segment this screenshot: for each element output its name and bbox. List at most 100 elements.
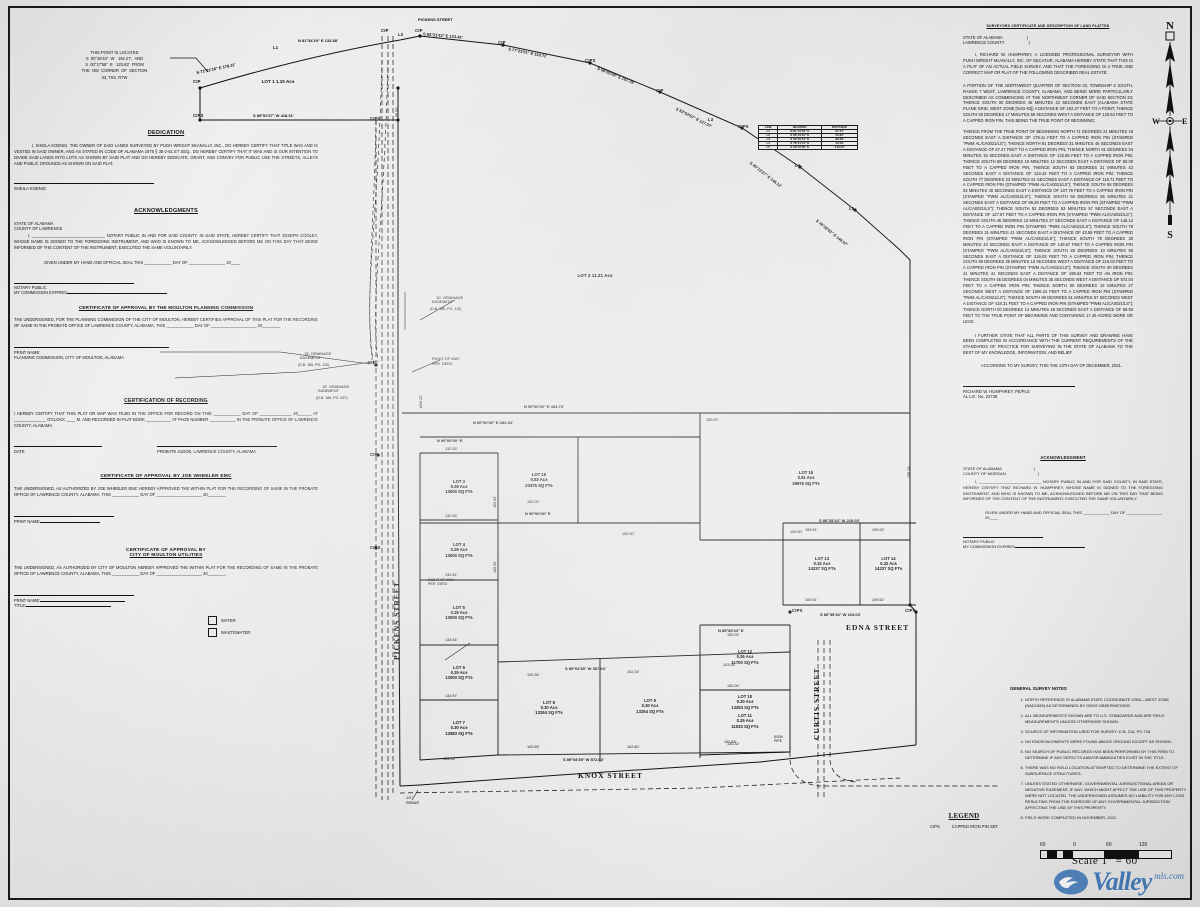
line-label-l1: L1 <box>273 45 279 50</box>
easement-15ft-a-ref: (D.B. 180, PG. 110) <box>298 363 330 367</box>
cips-label-ne-2: CIP <box>415 28 423 33</box>
cips-label-edna-e: CIPS <box>905 608 916 613</box>
surveyor-ack-commission-label: MY COMMISSION EXPIRES <box>963 544 1163 549</box>
bearing-n9000-282: N 90°00'00" E 282.54' <box>473 420 513 425</box>
joe-wheeler-print-name: PRINT NAME: <box>14 519 318 524</box>
lot-9-sqft: 13294 SQ FT± <box>636 708 664 714</box>
lot-12-acres: 0.26 Ac± <box>736 654 754 660</box>
north-arrow: N W E S <box>1148 18 1192 243</box>
bearing-s4513: S 45°13'27" E 146.12' <box>748 160 783 189</box>
surveyor-license-number: AL LIC. No. 22738 <box>963 394 998 400</box>
moulton-utilities-signature-line <box>14 594 134 596</box>
utility-checkbox-group: WATER WASTEWATER <box>208 613 250 637</box>
bearing-s8904-307: S 89°04'35" W 307.04' <box>565 666 606 671</box>
cips-label-edna-w: CIPS <box>792 608 803 613</box>
acknowledgments-state: STATE OF ALABAMA <box>14 221 54 226</box>
dim-132-55: 132.55' <box>445 447 458 451</box>
lot-11-acres: 0.25 Ac± <box>736 718 754 724</box>
recording-date-label: DATE <box>14 448 25 454</box>
print-name-label: PRINT NAME: <box>14 349 41 355</box>
dim-150-c: 150.00' <box>706 418 719 422</box>
lot-5-name: LOT 5 <box>453 604 465 610</box>
lot-16-name: LOT 16 <box>531 472 547 478</box>
right-of-way-note-upper: RIGHT-OF-WAY PER DEED <box>432 357 460 366</box>
bearing-s8951-west: S 89°51'57" W 418.31' <box>253 113 294 118</box>
cips-label-n4: CIPS <box>738 124 749 129</box>
surveyor-certificate-block: SURVEYORS CERTIFICATE AND DESCRIPTION OF… <box>963 24 1133 399</box>
scale-tick-label: 60 <box>1040 842 1046 848</box>
bearing-s8935-b: S 89°35'34" W 219.03' <box>820 612 861 617</box>
legend-title: LEGEND <box>948 812 980 820</box>
joe-wheeler-block: CERTIFICATE OF APPROVAL BY JOE WHEELER E… <box>14 474 318 524</box>
lot-11-sqft: 11033 SQ FT± <box>731 723 759 729</box>
lot-15-acres: 0.91 Ac± <box>797 475 815 481</box>
recording-body: I HEREBY CERTIFY THAT THIS PLAT OR MAP W… <box>14 411 318 428</box>
dim-102-85: 102.85' <box>724 740 737 744</box>
lot-6-sqft: 13000 SQ FT± <box>445 675 473 681</box>
rebar-note: 1/2" REBAR <box>406 796 420 805</box>
dim-132-61: 132.61' <box>445 573 458 577</box>
recording-date-line <box>14 445 102 447</box>
lot-10-sqft: 13293 SQ FT± <box>731 704 759 710</box>
dim-150-lot15: 100.00' <box>790 530 803 534</box>
dim-vert-1006: 1006.22' <box>418 395 423 409</box>
moulton-utilities-title-field: TITLE: <box>14 603 318 608</box>
lot-5-box: LOT 5 0.29 Ac± 13000 SQ FT± <box>420 580 498 645</box>
lot-16-sqft: 23475 SQ FT± <box>525 482 553 488</box>
dedication-signer-name: SHEILA KOENIG <box>14 185 47 191</box>
bearing-n8935-24: N 89°35'24" E <box>718 628 744 633</box>
cips-label-n1: CIP <box>498 40 506 45</box>
acknowledgments-title: ACKNOWLEDGMENTS <box>134 208 198 214</box>
lot-15-name: LOT 15 <box>798 470 814 476</box>
surveyor-ack-state: STATE OF ALABAMA) <box>963 466 1036 471</box>
recording-title: CERTIFICATION OF RECORDING <box>124 398 208 404</box>
dim-130-02: 130.02' <box>727 633 740 637</box>
planning-commission-title: CERTIFICATE OF APPROVAL BY THE MOULTON P… <box>78 305 254 310</box>
surveyor-ack-county: COUNTY OF MORGAN) <box>963 471 1039 476</box>
planning-commission-body: THE UNDERSIGNED, FOR THE PLANNING COMMIS… <box>14 317 318 328</box>
street-knox-street: KNOX STREET <box>578 771 643 780</box>
lot-13-sqft: 14237 SQ FT± <box>808 566 836 572</box>
lot-10-box: LOT 10 0.30 Ac± 13293 SQ FT± <box>702 652 788 752</box>
cips-label-ne-1: CIP <box>381 28 389 33</box>
lot-1-acres: 1.10 Ac± <box>275 79 295 84</box>
wastewater-checkbox-label: WASTEWATER <box>221 630 251 635</box>
wastewater-checkbox[interactable] <box>208 628 217 637</box>
cips-label-n3: CIP <box>656 88 664 93</box>
bearing-s8935-a: S 89°35'34" W 219.03' <box>819 518 860 523</box>
lot-9-acres: 0.30 Ac± <box>641 703 659 709</box>
survey-note-item: UNLESS STATED OTHERWISE, GOVERNMENTAL JU… <box>1025 781 1190 811</box>
water-checkbox-row[interactable]: WATER <box>208 616 250 625</box>
wastewater-checkbox-row[interactable]: WASTEWATER <box>208 628 250 637</box>
dim-130-00: 130.00' <box>727 684 740 688</box>
lot-5-acres: 0.29 Ac± <box>450 609 468 615</box>
dim-102-80: 102.80' <box>627 745 640 749</box>
lot-15-sqft: 39976 SQ FT± <box>792 480 820 486</box>
lot-14-acres: 0.32 Ac± <box>880 560 897 566</box>
dim-102-65: 102.65' <box>527 745 540 749</box>
surveyor-description-para1: A PORTION OF THE NORTHWEST QUARTER OF SE… <box>963 82 1134 124</box>
lot-14-name: LOT 14 <box>881 555 896 561</box>
lot-12-sqft: 11700 SQ FT± <box>731 659 759 665</box>
lot-6-box: LOT 6 0.29 Ac± 13000 SQ FT± <box>420 645 498 700</box>
dim-vert-100b: 100.00' <box>492 561 497 573</box>
cips-label-sw: CIPS <box>193 113 204 118</box>
legend-symbol: CIPS <box>930 824 940 829</box>
easement-15ft-b-text: 15' DRAINAGE EASEMENT <box>318 384 350 394</box>
surveyor-state-text: STATE OF ALABAMA <box>963 35 1003 40</box>
dim-150-a: 150.00' <box>527 500 540 504</box>
dim-109-51-a: 109.51' <box>805 528 818 532</box>
lot-14-box: LOT 14 0.32 Ac± 14237 SQ FT± <box>861 523 916 604</box>
scale-tick-label: 60 <box>1106 842 1112 848</box>
svg-text:W: W <box>1152 117 1160 126</box>
easement-15ft-b-label: 15' DRAINAGE EASEMENT <box>318 380 349 399</box>
surveyor-ack-body: I, ____________________________ NOTARY P… <box>963 479 1163 502</box>
water-checkbox[interactable] <box>208 616 217 625</box>
sheet-border-right <box>1190 6 1192 900</box>
lot-3-box: LOT 3 0.29 Ac± 13000 SQ FT± <box>420 453 498 520</box>
recording-judge-label: PROBATE JUDGE, LAWRENCE COUNTY, ALABAMA <box>157 448 256 454</box>
lot-4-sqft: 13000 SQ FT± <box>445 552 473 558</box>
lot-5-sqft: 13000 SQ FT± <box>445 615 473 621</box>
